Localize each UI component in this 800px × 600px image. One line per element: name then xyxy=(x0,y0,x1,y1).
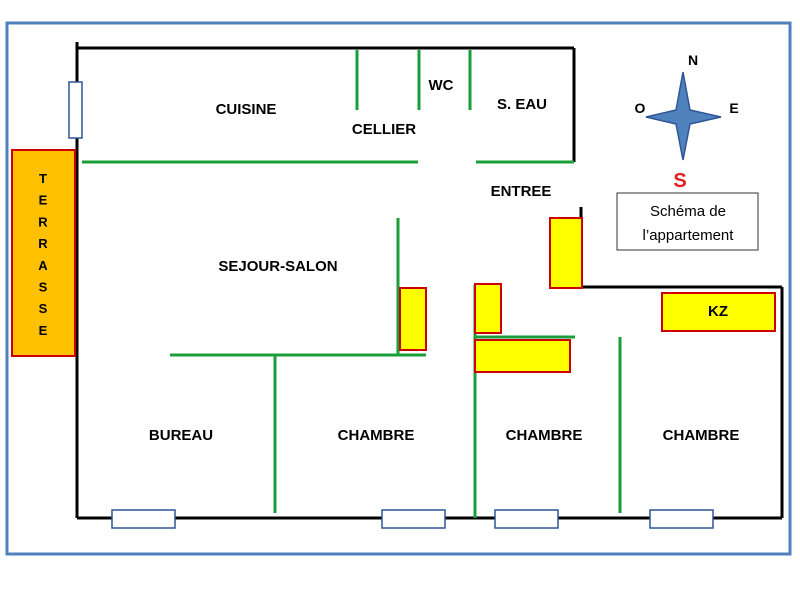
room-label-chambre-3: CHAMBRE xyxy=(663,427,740,444)
terrace-letter: R xyxy=(38,214,48,229)
terrace-letter: E xyxy=(39,323,48,338)
window-bureau xyxy=(111,509,176,529)
room-label-salle-eau: S. EAU xyxy=(497,96,547,113)
terrace xyxy=(11,149,76,357)
terrace-letter: R xyxy=(38,236,48,251)
terrace-letter: E xyxy=(39,193,48,208)
cabinet-corridor-small xyxy=(474,283,502,334)
cabinet-kz xyxy=(661,292,776,332)
room-label-cellier: CELLIER xyxy=(352,121,416,138)
compass-rose: N O E S xyxy=(635,52,739,192)
window-chambre-2 xyxy=(494,509,559,529)
room-label-chambre-1: CHAMBRE xyxy=(338,427,415,444)
cabinets xyxy=(399,217,776,373)
terrace-letter: S xyxy=(39,301,48,316)
cabinet-entree xyxy=(549,217,583,289)
window-left xyxy=(68,81,83,139)
room-label-kz: KZ xyxy=(708,303,728,320)
cabinet-corridor-long xyxy=(474,339,571,373)
terrace-letter: T xyxy=(39,171,47,186)
room-label-sejour-salon: SEJOUR-SALON xyxy=(218,258,337,275)
compass-star-icon xyxy=(645,71,722,161)
window-chambre-3 xyxy=(649,509,714,529)
compass-south: S xyxy=(673,170,686,192)
room-label-entree: ENTREE xyxy=(491,183,552,200)
partitions xyxy=(82,50,622,518)
compass-west: O xyxy=(635,100,646,116)
terrace-letter: A xyxy=(38,258,48,273)
caption-box: Schéma de l’appartement xyxy=(616,192,759,251)
room-label-bureau: BUREAU xyxy=(149,427,213,444)
compass-north: N xyxy=(688,52,698,68)
windows xyxy=(68,81,714,529)
compass-east: E xyxy=(729,100,738,116)
cabinet-sejour xyxy=(399,287,427,351)
room-label-chambre-2: CHAMBRE xyxy=(506,427,583,444)
caption-frame xyxy=(616,192,759,251)
caption-line-1: Schéma de xyxy=(650,203,726,220)
room-label-cuisine: CUISINE xyxy=(216,101,277,118)
terrace-letter: S xyxy=(39,280,48,295)
window-chambre-1 xyxy=(381,509,446,529)
room-label-wc: WC xyxy=(429,77,454,94)
caption-line-2: l’appartement xyxy=(643,227,735,244)
